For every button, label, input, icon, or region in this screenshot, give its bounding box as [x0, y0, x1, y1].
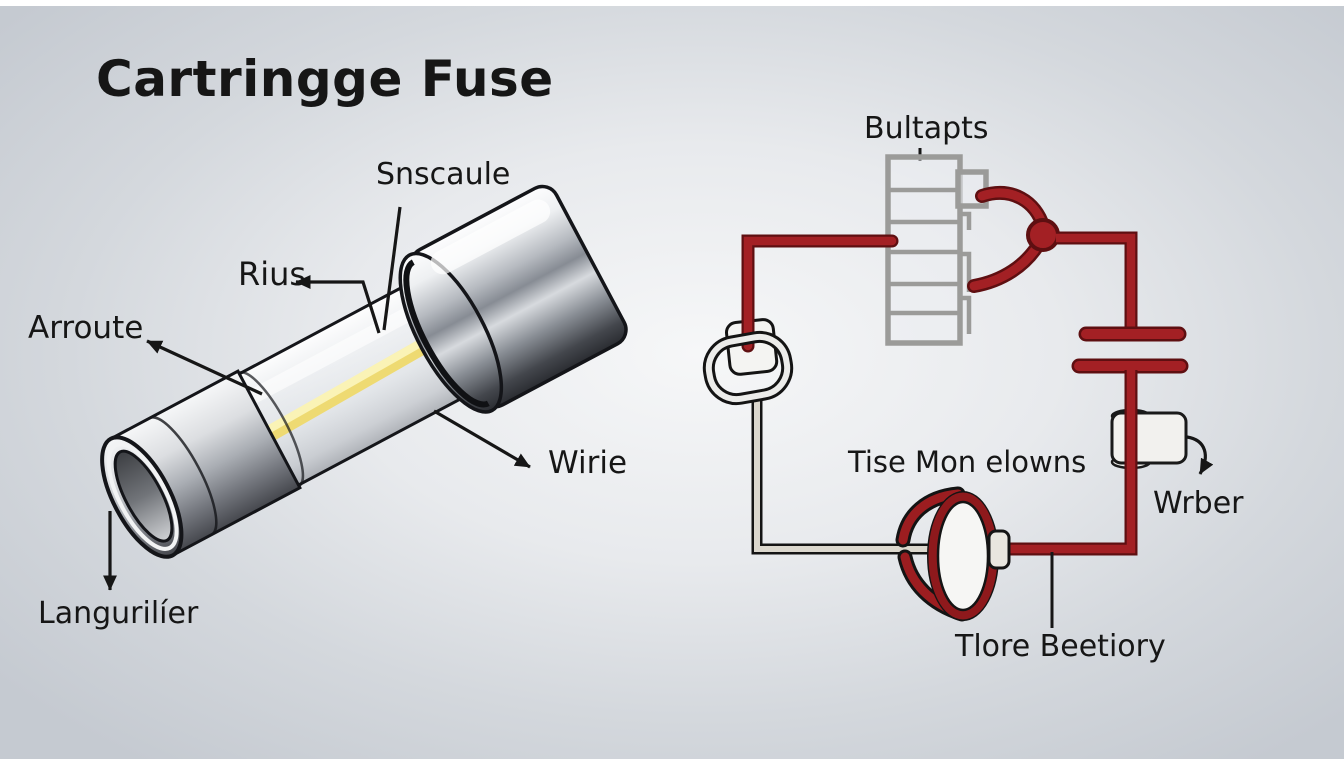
fuse-band-edge-seam	[238, 371, 305, 488]
fuse-label-inner: Rius	[238, 255, 307, 293]
fuse-cap-gap-shadow	[403, 259, 490, 408]
battery-terminal-tabs	[961, 211, 972, 334]
circuit-label-battery: Bultapts	[864, 111, 989, 146]
fuse-label-element: Snscaule	[376, 157, 511, 192]
fuse-label-body: Arroute	[28, 310, 144, 346]
circuit-label-note: Tise Mon elowns	[848, 445, 1087, 479]
circuit-illustration	[702, 148, 1214, 628]
bulb-cap	[987, 529, 1011, 570]
bulb-component	[895, 486, 1011, 622]
capacitor-plates	[1071, 326, 1189, 374]
fuse-left-bore	[113, 449, 174, 543]
fuse-label-end-cap: Langurilíer	[38, 596, 199, 631]
gray-wire	[751, 392, 948, 555]
fuse-left-end-rim	[106, 442, 179, 551]
circuit-label-component: Wrber	[1153, 486, 1244, 521]
junction-node	[1026, 218, 1060, 252]
fuse-illustration	[100, 184, 628, 559]
resistor-component	[1110, 408, 1188, 470]
red-wire-left	[741, 234, 899, 353]
top-white-strip	[0, 0, 1344, 6]
battery-symbol	[885, 154, 989, 346]
arrow-arroute	[146, 339, 263, 396]
arrow-wirie	[433, 409, 531, 469]
bottom-white-strip	[0, 759, 1344, 768]
fuse-right-cap-face	[398, 251, 504, 414]
fuse-label-wire: Wirie	[548, 445, 628, 481]
leader-snscaule	[382, 206, 402, 331]
clip-component	[702, 234, 899, 406]
fuse-band-seam	[149, 416, 218, 536]
circuit-label-bulb: Tlore Beetiory	[955, 629, 1166, 664]
fuse-cap-highlight	[430, 199, 551, 275]
arrow-rius	[295, 274, 381, 334]
red-wire-bottom	[1006, 370, 1138, 556]
arrow-wrber	[1186, 435, 1214, 475]
red-wire-right	[1056, 231, 1138, 330]
diagram-title: Cartringge Fuse	[96, 50, 554, 108]
